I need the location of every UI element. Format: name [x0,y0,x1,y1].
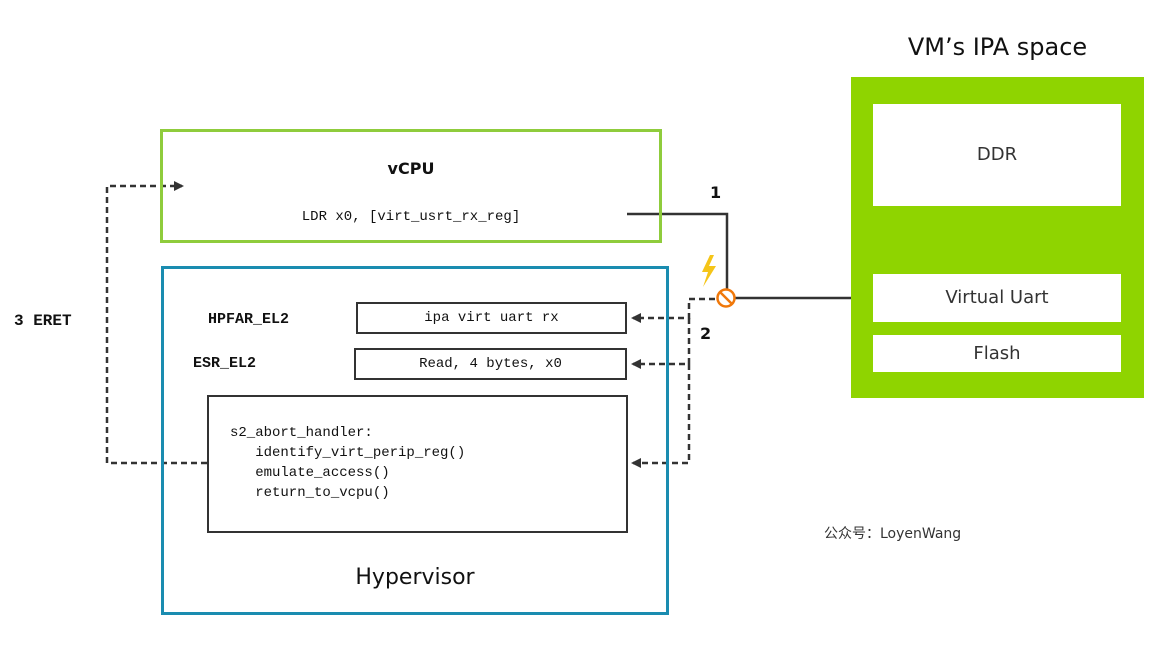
vcpu-instruction: LDR x0, [virt_usrt_rx_reg] [301,209,521,225]
hpfar-register-label: HPFAR_EL2 [208,311,290,328]
abort-handler-box: s2_abort_handler: identify_virt_perip_re… [207,395,628,533]
step-2-label: 2 [700,324,712,343]
esr-register-value: Read, 4 bytes, x0 [354,348,627,380]
access-path-line [627,212,862,303]
ipa-region-virtual-uart: Virtual Uart [873,274,1121,322]
handler-line: emulate_access() [230,465,390,481]
watermark-text: 公众号：LoyenWang [824,526,962,542]
hpfar-register-value: ipa virt uart rx [356,302,627,334]
eret-return-line [105,181,207,465]
fault-marker-icon [716,288,736,308]
ipa-region-ddr: DDR [873,104,1121,206]
lightning-icon [702,255,716,287]
hypervisor-label: Hypervisor [355,565,475,590]
vcpu-title: vCPU [387,159,435,178]
ipa-region-flash: Flash [873,335,1121,372]
hypervisor-box: Hypervisor [161,266,669,615]
ipa-space-title: VM’s IPA space [907,33,1088,61]
fault-report-hpfar-line [631,297,715,323]
esr-register-label: ESR_EL2 [193,355,257,372]
fault-report-handler-line [631,364,691,468]
vcpu-box: vCPU LDR x0, [virt_usrt_rx_reg] [160,129,662,243]
handler-line: identify_virt_perip_reg() [230,445,466,461]
abort-handler-code: s2_abort_handler: identify_virt_perip_re… [230,423,465,503]
step-3-eret-label: 3 ERET [14,312,72,330]
handler-line: return_to_vcpu() [230,485,390,501]
handler-line: s2_abort_handler: [230,425,373,441]
step-1-label: 1 [710,183,722,202]
